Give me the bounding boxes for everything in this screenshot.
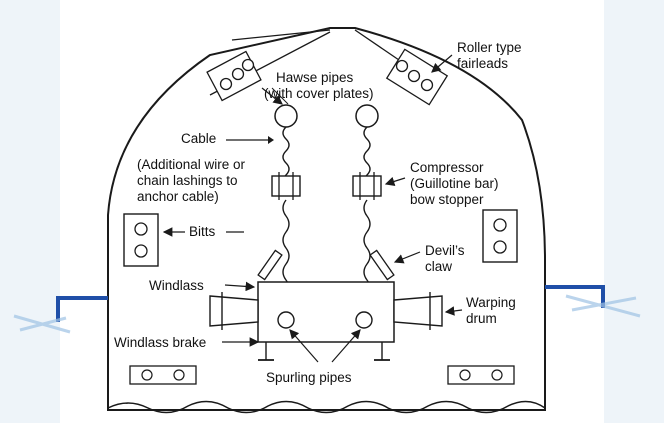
hawse-pointer-left: [261, 87, 283, 105]
lashings-line-3: anchor cable): [137, 189, 219, 204]
hawse-pipe-left: [274, 104, 298, 128]
windlass-pointer: [224, 281, 256, 292]
compressor-left: [271, 172, 301, 200]
bitts-left: [123, 213, 159, 267]
devils-claw-pointer: [393, 251, 421, 264]
windlass-brake-label: Windlass brake: [114, 335, 207, 350]
deck-fitting-bottom-left: [129, 365, 197, 385]
hawse-pipes-subtitle: (with cover plates): [264, 86, 374, 102]
compressor-label: Compressor (Guillotine bar) bow stopper: [410, 160, 499, 208]
devils-claw-right: [369, 249, 395, 281]
warping-drum-pointer: [444, 306, 463, 316]
compressor-line-1: Compressor: [410, 160, 484, 175]
compressor-pointer: [384, 176, 406, 187]
cable-label: Cable: [181, 131, 217, 146]
roller-fairleads-left: [206, 50, 262, 102]
lashings-line-1: (Additional wire or: [137, 157, 246, 172]
roller-fairleads-line-1: Roller type: [457, 40, 522, 55]
compressor-line-3: bow stopper: [410, 192, 484, 207]
hawse-pipe-right: [355, 104, 379, 128]
hawse-pipes-line-1: Hawse pipes: [276, 70, 354, 85]
devils-claw-line-2: claw: [425, 259, 453, 274]
hawse-pointer-left-2: [271, 87, 289, 105]
blue-bracket-right: [545, 285, 641, 318]
devils-claw-line-1: Devil’s: [425, 243, 465, 258]
compressor-right: [352, 172, 382, 200]
right-background-fade: [604, 0, 664, 423]
warping-drum-label: Warping drum: [466, 295, 516, 327]
warping-drum-line-2: drum: [466, 311, 497, 326]
lashings-label: (Additional wire or chain lashings to an…: [137, 157, 245, 205]
left-background-fade: [0, 0, 60, 423]
compressor-line-2: (Guillotine bar): [410, 176, 499, 191]
spurling-pointer-left: [289, 329, 319, 363]
bitts-right: [482, 209, 518, 263]
fairleads-pointer: [431, 54, 453, 73]
hawse-pipes-line-2: (with cover plates): [264, 86, 374, 101]
windlass: [209, 281, 443, 361]
windlass-label: Windlass: [149, 278, 204, 293]
roller-fairleads-label: Roller type fairleads: [457, 40, 522, 72]
devils-claw-label: Devil’s claw: [425, 243, 465, 275]
spurling-pointer-right: [331, 329, 361, 363]
hawse-pipes-label: Hawse pipes: [276, 70, 353, 86]
devils-claw-left: [257, 249, 283, 281]
cable-pointer: [226, 136, 274, 144]
blue-bracket-left: [13, 296, 108, 334]
spurling-pipes-label: Spurling pipes: [266, 370, 352, 385]
warping-drum-line-1: Warping: [466, 295, 516, 310]
bulwark-line-left: [231, 29, 331, 41]
roller-fairleads-line-2: fairleads: [457, 56, 509, 71]
deck-fitting-bottom-right: [447, 365, 515, 385]
lashings-line-2: chain lashings to: [137, 173, 238, 188]
roller-fairleads-right: [385, 48, 449, 106]
hull-bottom-wave: [107, 400, 546, 414]
bitts-label: Bitts: [189, 224, 216, 239]
